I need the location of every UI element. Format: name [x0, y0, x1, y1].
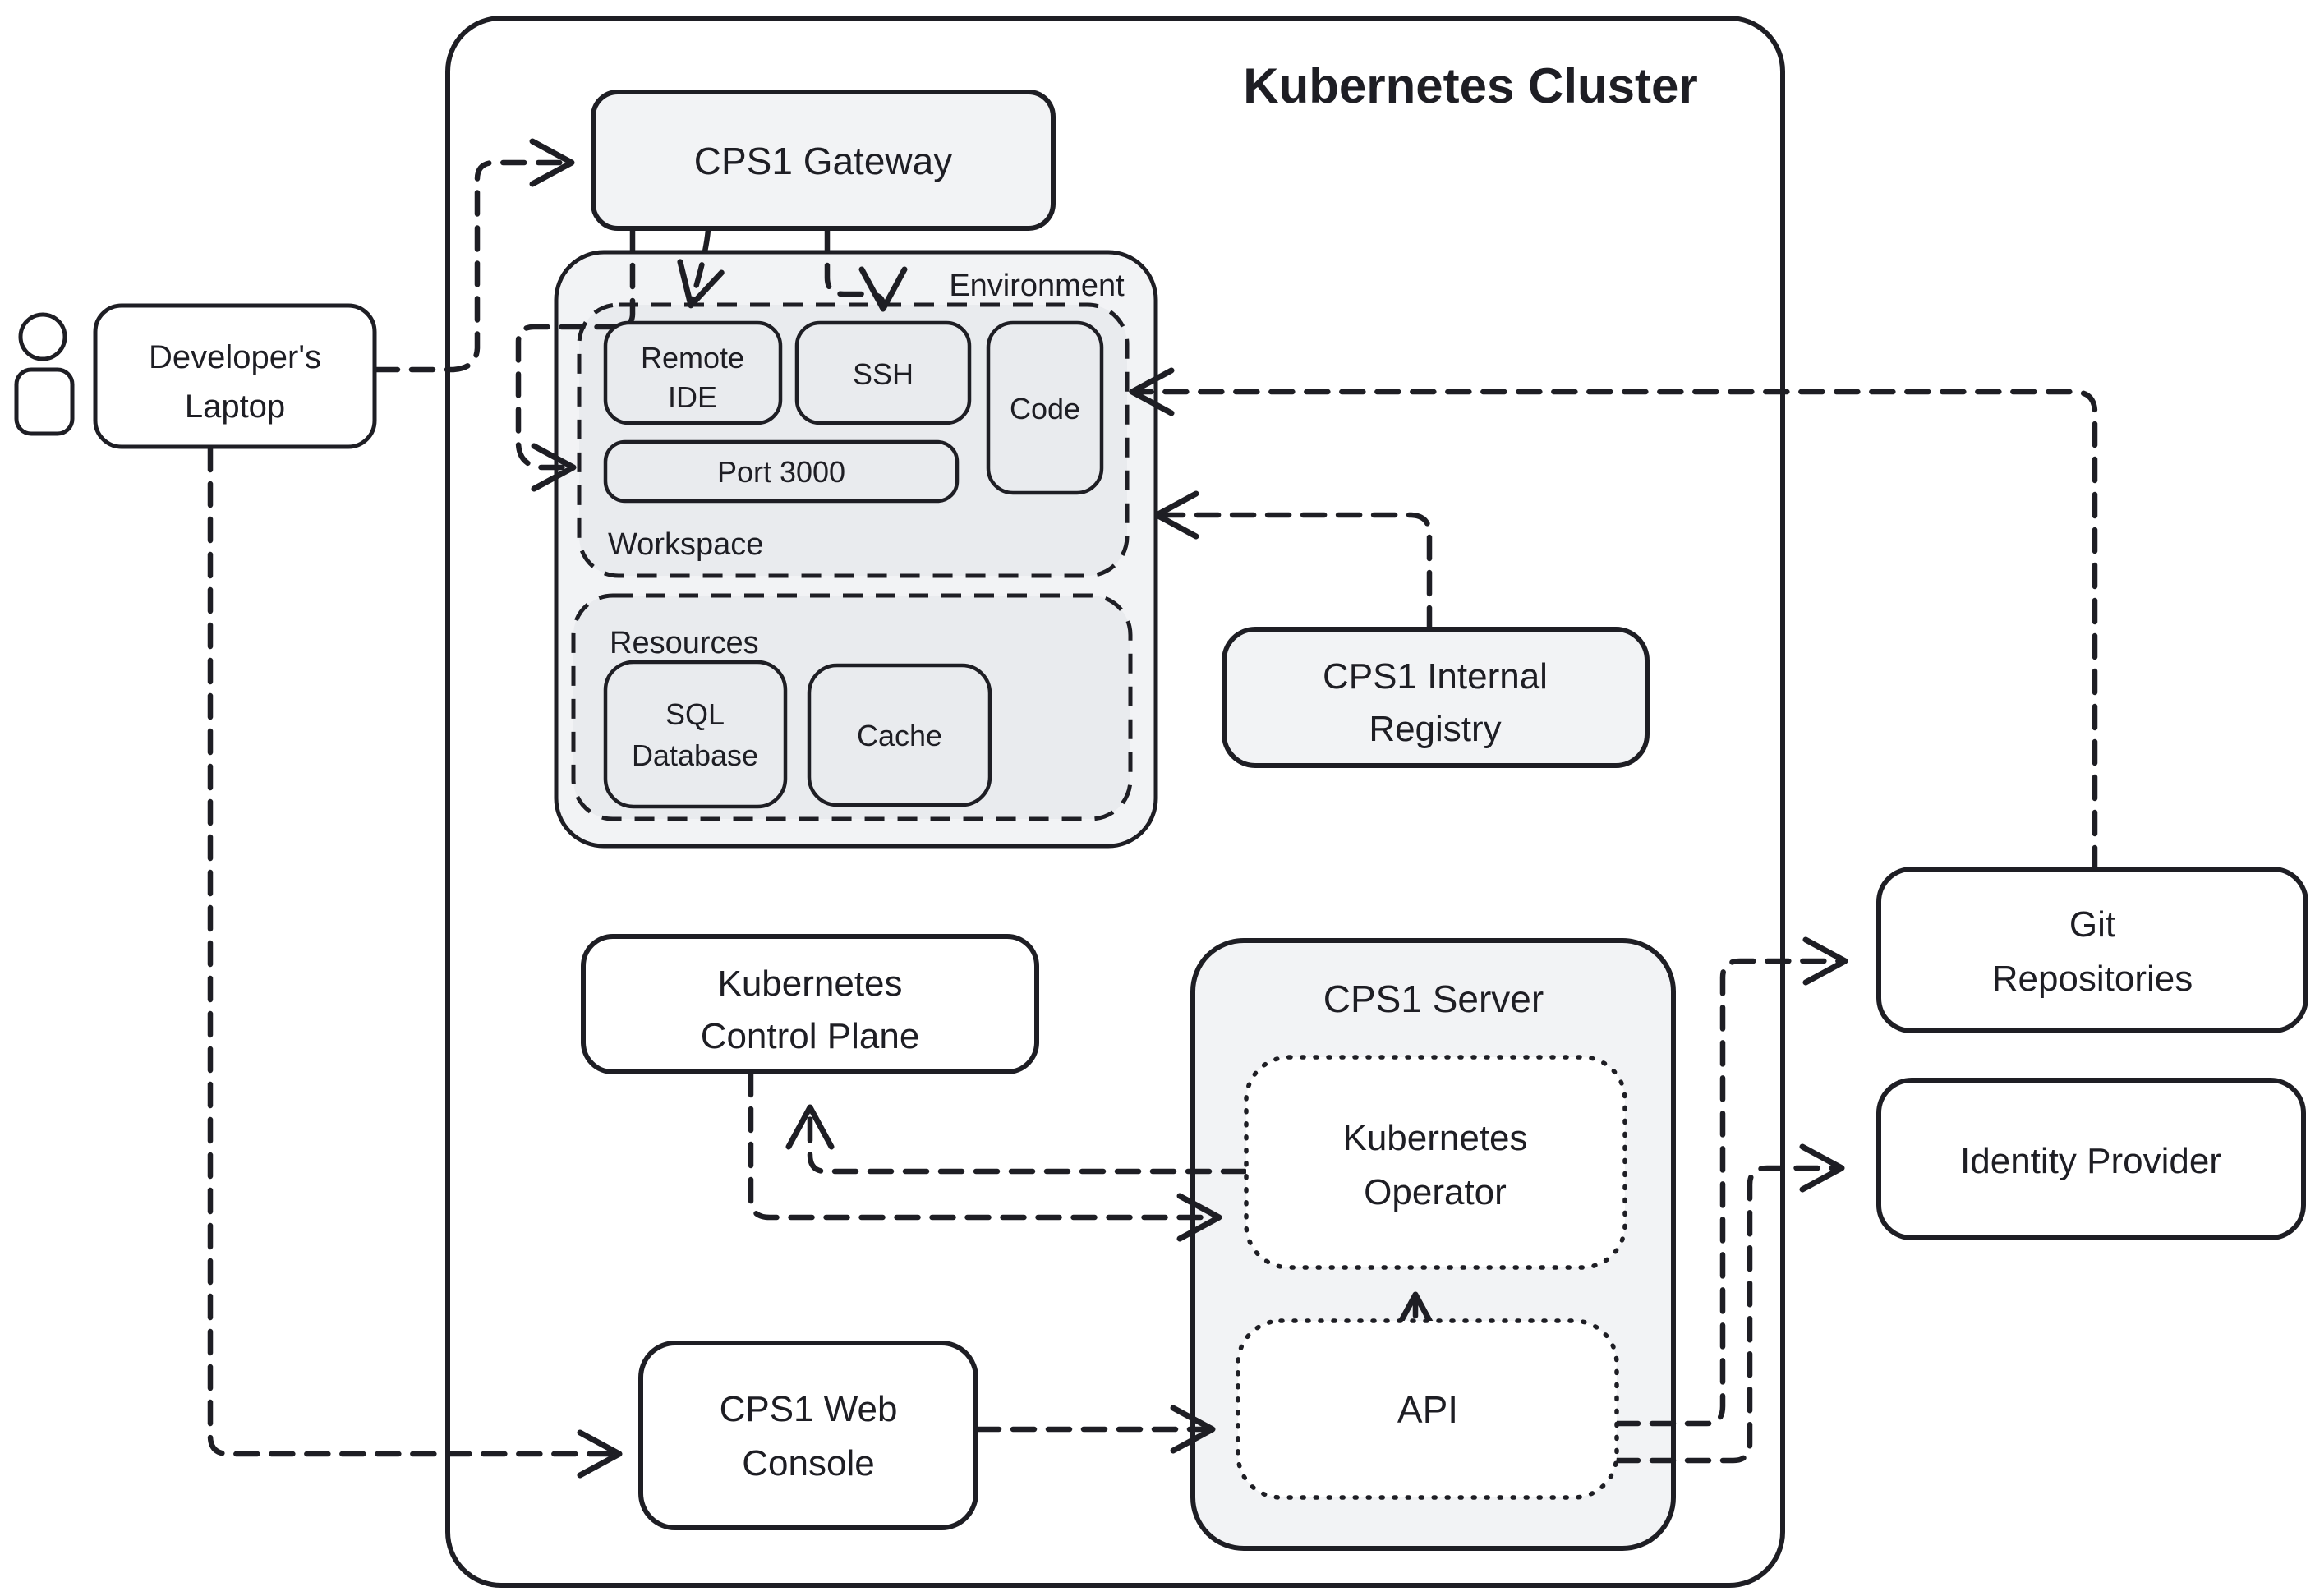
edge-api-to-identity-provider [1613, 1143, 1845, 1464]
cps1-server-label: CPS1 Server [1323, 977, 1544, 1020]
edge-operator-to-control-plane [785, 1104, 1248, 1175]
node-api: API [1236, 1318, 1619, 1500]
cps1-internal-registry-label-1: CPS1 Internal [1323, 656, 1548, 697]
node-cache: Cache [807, 663, 992, 807]
kubernetes-operator-label-1: Kubernetes [1342, 1118, 1527, 1158]
node-identity-provider: Identity Provider [1876, 1078, 2306, 1240]
edge-laptop-to-web-console [207, 445, 623, 1479]
kubernetes-control-plane-label-1: Kubernetes [717, 964, 902, 1004]
node-cps1-web-console: CPS1 Web Console [638, 1341, 978, 1530]
node-cps1-gateway: CPS1 Gateway [591, 90, 1056, 231]
resources-label: Resources [610, 626, 759, 660]
edge-laptop-to-gateway [373, 138, 575, 373]
cache-label: Cache [857, 719, 942, 752]
node-kubernetes-operator: Kubernetes Operator [1244, 1055, 1627, 1270]
node-git-repositories: Git Repositories [1876, 867, 2308, 1033]
cps1-web-console-label-2: Console [742, 1443, 874, 1483]
developer-laptop-label-2: Laptop [185, 389, 285, 425]
cps1-internal-registry-label-2: Registry [1369, 709, 1501, 749]
identity-provider-label: Identity Provider [1960, 1141, 2221, 1181]
node-cps1-internal-registry: CPS1 Internal Registry [1222, 627, 1650, 768]
edge-registry-to-workspace [1153, 490, 1433, 632]
node-code: Code [986, 320, 1104, 495]
node-kubernetes-control-plane: Kubernetes Control Plane [581, 934, 1039, 1074]
node-developer-laptop: Developer's Laptop [93, 303, 377, 449]
ssh-label: SSH [853, 357, 914, 391]
kubernetes-control-plane-label-2: Control Plane [701, 1016, 920, 1056]
port-3000-label: Port 3000 [717, 455, 845, 489]
edge-control-plane-to-operator [748, 1070, 1222, 1242]
code-label: Code [1010, 392, 1080, 425]
git-repositories-label-2: Repositories [1992, 959, 2193, 999]
kubernetes-cluster-title: Kubernetes Cluster [1243, 58, 1697, 113]
edge-api-to-git-repositories [1613, 936, 1848, 1427]
remote-ide-label-2: IDE [668, 380, 717, 414]
git-repositories-label-1: Git [2069, 904, 2115, 945]
cps1-gateway-label: CPS1 Gateway [694, 140, 952, 182]
node-port-3000: Port 3000 [603, 439, 960, 504]
sql-database-label-2: Database [632, 738, 758, 772]
developer-laptop-label-1: Developer's [149, 339, 321, 375]
node-remote-ide: Remote IDE [603, 320, 783, 425]
edge-gateway-to-ssh [824, 227, 908, 312]
remote-ide-label-1: Remote [641, 341, 744, 375]
node-ssh: SSH [794, 320, 972, 425]
node-sql-database: SQL Database [603, 660, 788, 809]
edge-git-repositories-to-code [1129, 367, 2098, 872]
person-icon [14, 312, 75, 436]
environment-label: Environment [949, 269, 1125, 303]
kubernetes-operator-label-2: Operator [1364, 1172, 1507, 1212]
api-label: API [1397, 1388, 1458, 1431]
sql-database-label-1: SQL [665, 697, 725, 731]
edge-gateway-to-remote-ide [677, 227, 725, 309]
workspace-label: Workspace [608, 527, 763, 562]
cps1-web-console-label-1: CPS1 Web [720, 1389, 898, 1429]
